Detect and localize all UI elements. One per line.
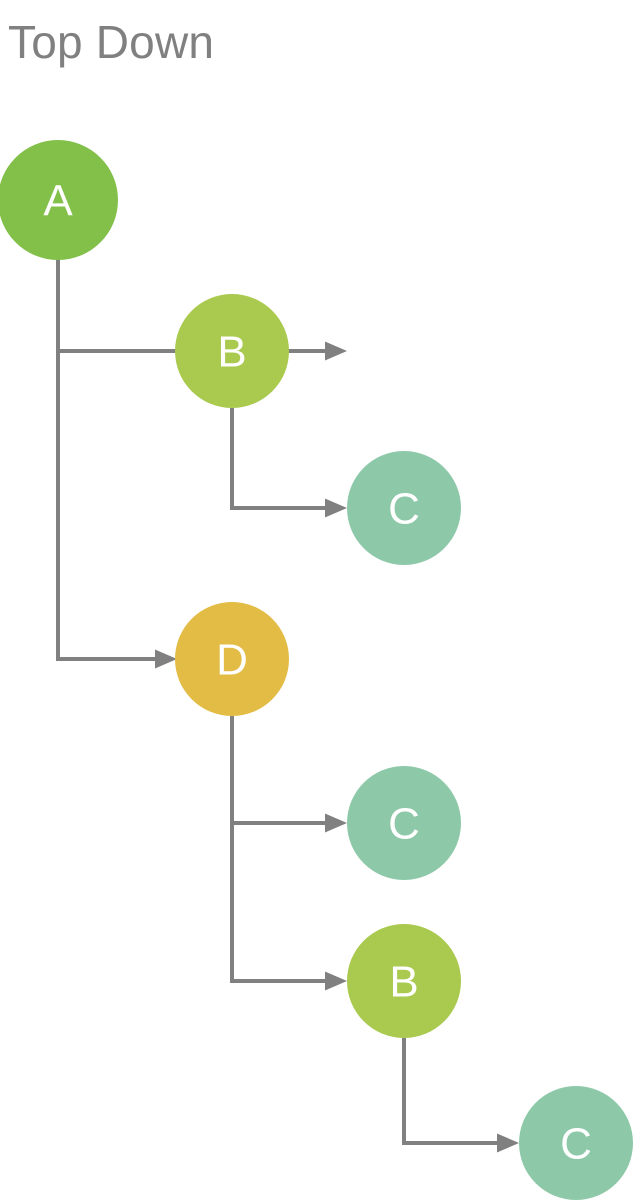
edges-layer	[56, 258, 519, 1153]
node-circle[interactable]	[0, 140, 118, 260]
node-circle[interactable]	[175, 294, 289, 408]
edge-arrowhead-icon	[325, 971, 347, 991]
edge-n6-to-n7	[402, 1038, 519, 1153]
graph-node-b-6[interactable]: B	[347, 924, 461, 1038]
node-label: C	[388, 485, 420, 534]
node-label: B	[217, 328, 246, 377]
edge-arrowhead-icon	[325, 498, 347, 518]
edge-line	[230, 408, 325, 510]
node-label: A	[43, 177, 73, 226]
node-label: C	[560, 1120, 592, 1169]
edge-arrowhead-icon	[325, 341, 347, 361]
node-circle[interactable]	[175, 602, 289, 716]
graph-node-d-4[interactable]: D	[175, 602, 289, 716]
edge-arrowhead-icon	[155, 649, 177, 669]
node-label: C	[388, 800, 420, 849]
edge-line	[402, 1038, 497, 1145]
edge-n2-to-n3	[230, 408, 347, 518]
graph-node-c-5[interactable]: C	[347, 766, 461, 880]
node-circle[interactable]	[347, 451, 461, 565]
edge-arrowhead-icon	[325, 813, 347, 833]
edge-arrowhead-icon	[497, 1133, 519, 1153]
edge-line	[230, 823, 325, 983]
nodes-layer: A B C D C B C	[0, 140, 633, 1200]
edge-n1-to-n4	[56, 351, 177, 669]
node-circle[interactable]	[519, 1086, 633, 1200]
node-label: D	[216, 636, 248, 685]
edge-n4-to-n6	[230, 823, 347, 991]
graph-node-b-2[interactable]: B	[175, 294, 289, 408]
graph-node-a-1[interactable]: A	[0, 140, 118, 260]
node-label: B	[389, 958, 418, 1007]
graph-node-c-7[interactable]: C	[519, 1086, 633, 1200]
edge-line	[56, 351, 155, 661]
node-circle[interactable]	[347, 766, 461, 880]
graph-node-c-3[interactable]: C	[347, 451, 461, 565]
node-circle[interactable]	[347, 924, 461, 1038]
page-title: Top Down	[8, 16, 214, 68]
